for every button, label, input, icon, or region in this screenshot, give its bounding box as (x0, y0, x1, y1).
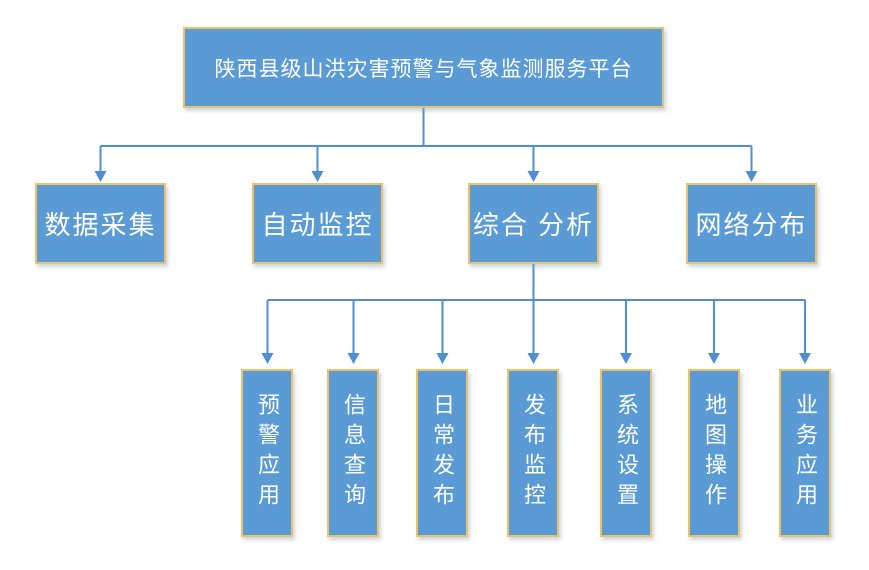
node-label: 地图操作 (702, 393, 727, 513)
platform-title-label: 陕西县级山洪灾害预警与气象监测服务平台 (214, 57, 633, 81)
node-business-application: 业务应用 (779, 369, 831, 537)
node-label: 数据采集 (44, 210, 157, 240)
node-label: 日常发布 (430, 393, 455, 513)
node-label: 系统设置 (614, 393, 639, 513)
arrow-down-icon (527, 353, 540, 364)
node-system-settings: 系统设置 (600, 369, 652, 537)
node-network-distribution: 网络分布 (686, 183, 817, 264)
arrow-down-icon (311, 171, 324, 182)
node-label: 业务应用 (793, 393, 818, 513)
node-label: 发布监控 (521, 393, 546, 513)
connector-root-to-level2 (94, 108, 758, 182)
arrow-down-icon (745, 171, 758, 182)
node-warning-application: 预警应用 (241, 369, 293, 537)
arrow-down-icon (620, 353, 632, 364)
node-release-monitoring: 发布监控 (507, 369, 559, 537)
arrow-down-icon (436, 353, 449, 364)
arrow-down-icon (708, 353, 720, 364)
node-comprehensive-analysis: 综合 分析 (468, 183, 599, 264)
node-auto-monitoring: 自动监控 (252, 183, 383, 264)
node-map-operation: 地图操作 (688, 369, 740, 537)
arrow-down-icon (527, 171, 540, 182)
node-information-query: 信息查询 (327, 369, 379, 537)
node-label: 预警应用 (255, 393, 280, 513)
node-label: 综合 分析 (472, 210, 595, 240)
node-label: 信息查询 (341, 393, 366, 513)
arrow-down-icon (261, 353, 274, 364)
node-label: 自动监控 (261, 210, 374, 240)
node-data-collection: 数据采集 (35, 183, 166, 264)
node-daily-release: 日常发布 (416, 369, 468, 537)
arrow-down-icon (94, 171, 107, 182)
node-label: 网络分布 (695, 210, 808, 240)
arrow-down-icon (347, 353, 360, 364)
connector-analysis-to-level3 (261, 264, 811, 364)
root-node-platform-title: 陕西县级山洪灾害预警与气象监测服务平台 (183, 27, 664, 108)
arrow-down-icon (799, 353, 811, 364)
